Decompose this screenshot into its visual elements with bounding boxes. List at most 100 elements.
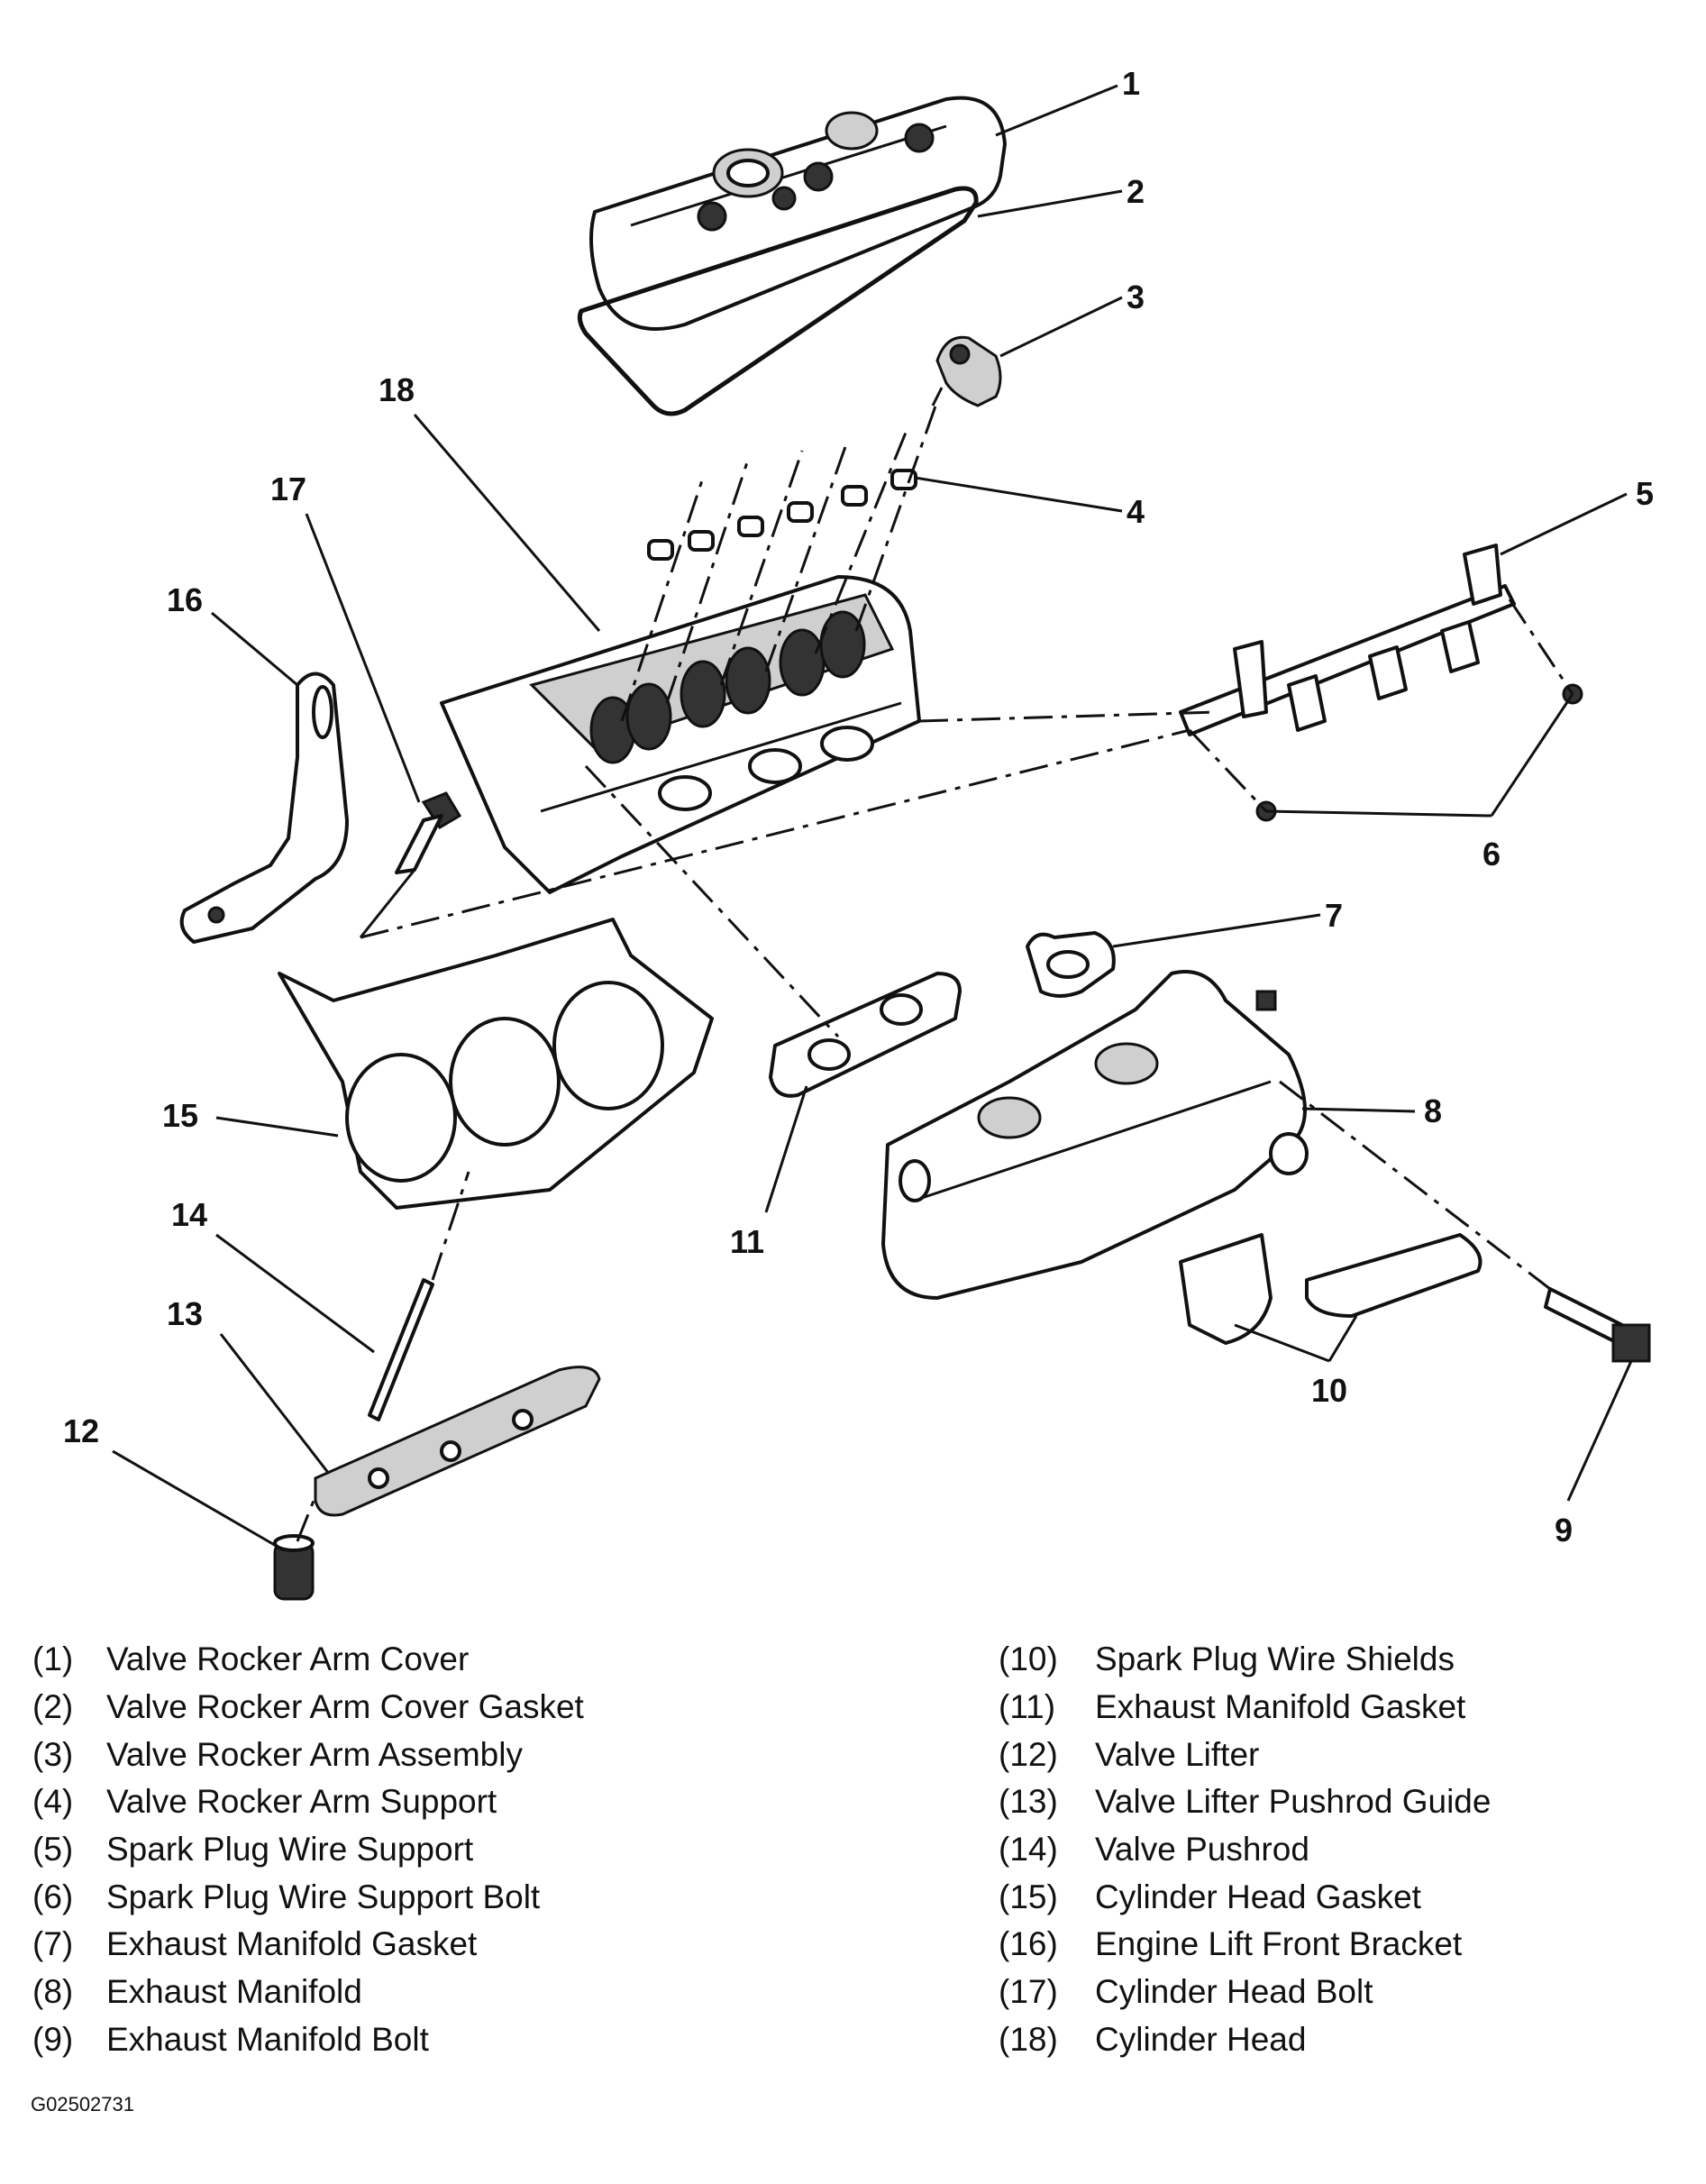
- legend-label: Valve Rocker Arm Cover Gasket: [106, 1688, 584, 1726]
- legend-item: (12) Valve Lifter: [999, 1731, 1683, 1778]
- exploded-view-diagram: 1 2 3 4 5 6 7 8 9 10 11 12 13 14 15 16 1…: [63, 65, 1654, 1601]
- legend-number: (11): [999, 1688, 1056, 1726]
- callout-17: 17: [270, 471, 306, 507]
- legend-label: Valve Lifter Pushrod Guide: [1095, 1783, 1492, 1821]
- legend-number: (9): [32, 2020, 74, 2058]
- legend-item: (17) Cylinder Head Bolt: [999, 1969, 1683, 2016]
- legend-label: Exhaust Manifold: [106, 1973, 362, 2011]
- callout-1: 1: [1122, 65, 1140, 102]
- legend-label: Cylinder Head Bolt: [1095, 1973, 1373, 2011]
- legend-item: (14) Valve Pushrod: [999, 1826, 1683, 1874]
- callout-leaders: [112, 84, 1633, 1552]
- head-bolt-alignment-line: [360, 728, 1191, 939]
- spark-plug-wire-support: [1179, 544, 1516, 736]
- legend-number: (3): [32, 1735, 74, 1773]
- legend-number: (2): [32, 1688, 74, 1726]
- legend-item: (18) Cylinder Head: [999, 2016, 1683, 2064]
- legend-number: (1): [32, 1640, 74, 1678]
- callout-15: 15: [162, 1097, 198, 1134]
- cylinder-head-bolt: [359, 791, 462, 938]
- legend-label: Valve Rocker Arm Assembly: [106, 1735, 523, 1773]
- legend-column-left: (1) Valve Rocker Arm Cover (2) Valve Rocke…: [32, 1636, 916, 2063]
- legend-number: (14): [999, 1831, 1058, 1869]
- legend-number: (5): [32, 1831, 74, 1869]
- callout-4: 4: [1127, 493, 1145, 530]
- legend-number: (10): [999, 1640, 1058, 1678]
- callout-8: 8: [1424, 1092, 1442, 1129]
- cylinder-head-gasket: [278, 918, 714, 1210]
- legend-label: Cylinder Head: [1095, 2020, 1307, 2058]
- callout-5: 5: [1636, 475, 1654, 512]
- legend-number: (16): [999, 1925, 1058, 1963]
- legend-item: (5) Spark Plug Wire Support: [32, 1826, 916, 1874]
- legend-number: (8): [32, 1973, 74, 2011]
- legend-number: (12): [999, 1735, 1058, 1773]
- callout-3: 3: [1127, 279, 1145, 315]
- legend-item: (8) Exhaust Manifold: [32, 1969, 916, 2016]
- legend-label: Valve Rocker Arm Support: [106, 1783, 497, 1821]
- exhaust-manifold-bolt: [1279, 1080, 1651, 1363]
- legend-label: Spark Plug Wire Support Bolt: [106, 1878, 541, 1915]
- figure-id: G02502731: [31, 2093, 134, 2115]
- legend-column-right: (10) Spark Plug Wire Shields (11) Exhaust …: [999, 1636, 1683, 2063]
- legend-label: Exhaust Manifold Gasket: [106, 1925, 478, 1963]
- legend-item: (11) Exhaust Manifold Gasket: [999, 1684, 1683, 1732]
- legend-label: Spark Plug Wire Shields: [1095, 1640, 1455, 1678]
- legend-item: (7) Exhaust Manifold Gasket: [32, 1921, 916, 1969]
- legend-item: (10) Spark Plug Wire Shields: [999, 1636, 1683, 1684]
- legend-number: (13): [999, 1783, 1058, 1821]
- callout-numbers: 1 2 3 4 5 6 7 8 9 10 11 12 13 14 15 16 1…: [63, 65, 1654, 1549]
- exhaust-manifold-gasket-7: [1026, 931, 1116, 998]
- valve-rocker-arm-cover: [589, 96, 1007, 331]
- callout-16: 16: [167, 581, 203, 618]
- callout-13: 13: [167, 1295, 203, 1332]
- legend-label: Valve Lifter: [1095, 1735, 1260, 1773]
- legend-item: (3) Valve Rocker Arm Assembly: [32, 1731, 916, 1778]
- legend-number: (4): [32, 1783, 74, 1821]
- legend-item: (2) Valve Rocker Arm Cover Gasket: [32, 1684, 916, 1732]
- legend-item: (15) Cylinder Head Gasket: [999, 1873, 1683, 1921]
- callout-10: 10: [1311, 1372, 1347, 1409]
- legend-number: (6): [32, 1878, 74, 1915]
- callout-11: 11: [730, 1223, 764, 1260]
- spark-plug-wire-shields: [1179, 1233, 1482, 1345]
- legend-number: (18): [999, 2020, 1058, 2058]
- callout-14: 14: [171, 1196, 207, 1233]
- legend-number: (15): [999, 1878, 1058, 1915]
- valve-lifter: [273, 1495, 317, 1601]
- callout-18: 18: [379, 371, 415, 408]
- legend-item: (9) Exhaust Manifold Bolt: [32, 2016, 916, 2064]
- legend-item: (4) Valve Rocker Arm Support: [32, 1778, 916, 1826]
- callout-2: 2: [1127, 173, 1145, 210]
- legend-label: Engine Lift Front Bracket: [1095, 1925, 1463, 1963]
- valve-rocker-arm-support: [647, 469, 917, 561]
- legend-label: Exhaust Manifold Gasket: [1095, 1688, 1466, 1726]
- legend-number: (7): [32, 1925, 74, 1963]
- callout-6: 6: [1482, 836, 1501, 873]
- legend-label: Valve Pushrod: [1095, 1831, 1309, 1869]
- exhaust-manifold: [881, 970, 1309, 1300]
- legend-label: Spark Plug Wire Support: [106, 1831, 474, 1869]
- valve-springs: [589, 610, 866, 764]
- legend-label: Cylinder Head Gasket: [1095, 1878, 1421, 1915]
- legend-number: (17): [999, 1973, 1058, 2011]
- valve-rocker-arm-assembly: [931, 335, 1002, 407]
- callout-7: 7: [1325, 897, 1343, 934]
- legend-item: (13) Valve Lifter Pushrod Guide: [999, 1778, 1683, 1826]
- parts-legend: (1) Valve Rocker Arm Cover (2) Valve Rocke…: [0, 1636, 1706, 2069]
- valve-rocker-arm-cover-gasket: [577, 186, 979, 416]
- valve-pushrod: [368, 1171, 470, 1421]
- exhaust-manifold-gasket-11: [584, 764, 962, 1098]
- valve-lifter-pushrod-guide: [314, 1366, 601, 1517]
- callout-9: 9: [1555, 1512, 1573, 1549]
- callout-12: 12: [63, 1412, 99, 1449]
- engine-lift-front-bracket: [179, 672, 349, 944]
- cylinder-head: [440, 575, 921, 894]
- legend-item: (16) Engine Lift Front Bracket: [999, 1921, 1683, 1969]
- legend-item: (6) Spark Plug Wire Support Bolt: [32, 1873, 916, 1921]
- head-alignment-line: [918, 710, 1218, 723]
- legend-item: (1) Valve Rocker Arm Cover: [32, 1636, 916, 1684]
- legend-label: Valve Rocker Arm Cover: [106, 1640, 470, 1678]
- legend-label: Exhaust Manifold Bolt: [106, 2020, 429, 2058]
- pushrod-alignment-lines: [620, 400, 939, 722]
